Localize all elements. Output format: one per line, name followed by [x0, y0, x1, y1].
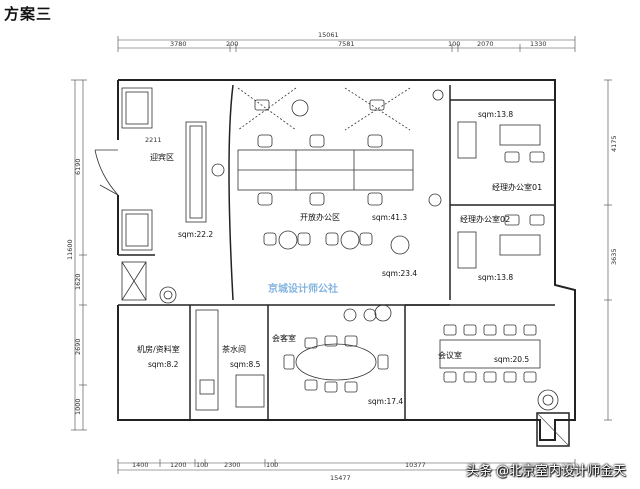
dim-top-6: 1330 [530, 40, 547, 48]
dim-bottom-right: 10377 [405, 461, 426, 469]
dim-top-5: 2070 [477, 40, 494, 48]
dimension-lines [71, 36, 612, 474]
dim-left-3: 2690 [74, 338, 82, 355]
dim-right-1: 4175 [610, 135, 618, 152]
entry-door [94, 149, 119, 196]
dim-left-4: 1000 [74, 398, 82, 415]
dim-top-3: 7581 [338, 40, 355, 48]
center-logo-watermark: 京城设计师公社 [268, 282, 338, 295]
room-tea-name: 茶水间 [222, 344, 246, 354]
dim-top-total: 15061 [318, 31, 339, 39]
dim-left-2: 1620 [74, 273, 82, 290]
open-office-furniture [237, 87, 444, 255]
meeting-room-furniture [439, 324, 559, 411]
room-corridor-area: sqm:23.4 [382, 269, 417, 278]
outer-walls [117, 79, 576, 441]
dim-bottom-total: 15477 [330, 474, 351, 482]
room-server-area: sqm:8.2 [148, 360, 179, 369]
author-watermark: 头条 @北京室内设计师金天 [465, 464, 626, 479]
room-server-name: 机房/资料室 [137, 344, 180, 354]
dim-bottom-4: 2300 [224, 461, 241, 469]
room-manager2-area: sqm:13.8 [478, 273, 513, 282]
reception-furniture [121, 87, 225, 304]
dim-top-1: 3780 [170, 40, 187, 48]
dim-left-total: 11600 [66, 239, 74, 260]
dim-right-2: 3635 [610, 248, 618, 265]
dim-bottom-5: 100 [266, 461, 278, 469]
room-tea-area: sqm:8.5 [230, 360, 261, 369]
room-manager1-area: sqm:13.8 [478, 110, 513, 119]
room-open-office-area: sqm:41.3 [372, 213, 407, 222]
room-guest-name: 会客室 [272, 333, 296, 343]
dim-bottom-2: 1200 [170, 461, 187, 469]
dim-door: 2211 [145, 136, 162, 144]
room-manager1-name: 经理办公室01 [492, 182, 542, 192]
manager-office-furniture [457, 121, 545, 269]
inner-walls [118, 84, 555, 420]
dim-top-2: 200 [226, 40, 238, 48]
plan-heading: 方案三 [4, 5, 53, 23]
guest-room-furniture [283, 304, 392, 393]
room-meeting-area: sqm:20.5 [494, 355, 529, 364]
column-right [536, 412, 570, 447]
room-reception-name: 迎宾区 [150, 152, 174, 162]
dim-bottom-1: 1400 [132, 461, 149, 469]
room-meeting-name: 会议室 [438, 350, 462, 360]
dim-top-4: 100 [448, 40, 460, 48]
dim-left-1: 6190 [74, 158, 82, 175]
service-room-furniture [121, 261, 265, 411]
room-guest-area: sqm:17.4 [368, 397, 403, 406]
dim-bottom-3: 100 [196, 461, 208, 469]
room-reception-area: sqm:22.2 [178, 230, 213, 239]
room-manager2-name: 经理办公室02 [460, 214, 510, 224]
room-open-office-name: 开放办公区 [300, 212, 340, 222]
